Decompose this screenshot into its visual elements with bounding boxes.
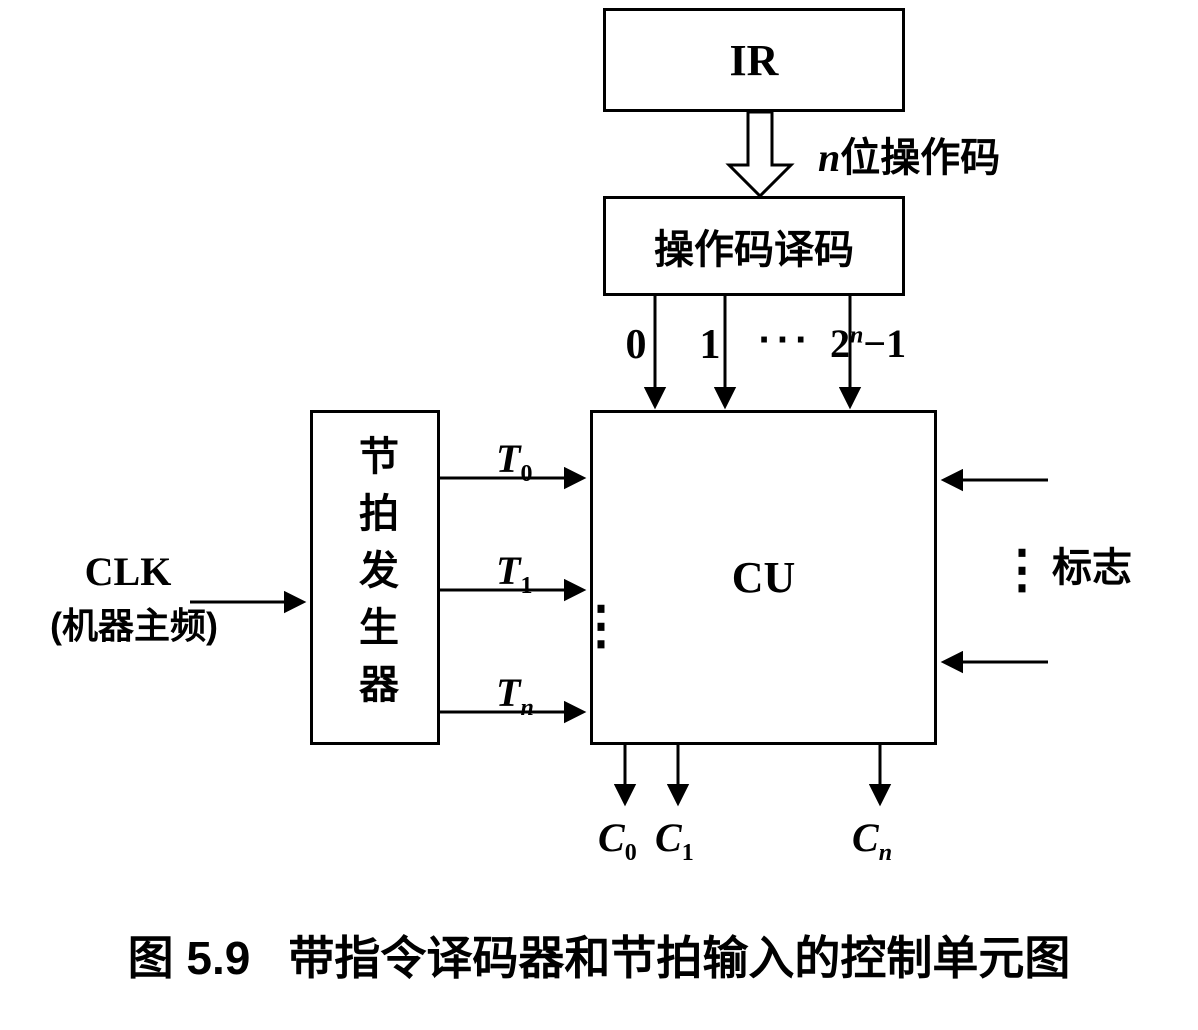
clk-sublabel: (机器主频): [50, 605, 218, 646]
t0-label: T0: [496, 436, 533, 488]
flag-label: 标志: [1052, 546, 1132, 590]
decoder-output-label-0: 0: [625, 322, 647, 368]
opcode-text: 位操作码: [840, 136, 1001, 180]
tn-base: T: [496, 670, 521, 715]
c0-sub: 0: [624, 840, 637, 866]
cu-box: CU: [590, 410, 937, 745]
outlast-rest: −1: [863, 321, 907, 366]
decoder-output-label-1: 1: [699, 322, 721, 368]
tn-sub: n: [520, 695, 534, 721]
t1-label: T1: [496, 548, 533, 600]
timing-generator-label: 节拍发生器: [353, 435, 397, 720]
decoder-box: 操作码译码: [603, 196, 905, 296]
timing-generator-box: 节拍发生器: [310, 410, 440, 745]
cu-label: CU: [731, 553, 796, 602]
c0-label: C0: [598, 815, 637, 867]
t0-sub: 0: [520, 461, 533, 487]
cn-label: Cn: [852, 815, 893, 867]
t0-base: T: [496, 436, 521, 481]
c1-base: C: [655, 815, 682, 860]
tn-label: Tn: [496, 670, 534, 722]
decoder-output-label-last: 2n−1: [830, 322, 906, 366]
outlast-base: 2: [830, 321, 850, 366]
flag-dots: ⋮: [996, 541, 1048, 599]
cn-sub: n: [878, 840, 893, 866]
cn-base: C: [852, 815, 879, 860]
timing-dots: ⋮: [575, 597, 627, 655]
figure-number: 图 5.9: [127, 932, 251, 984]
c1-sub: 1: [681, 840, 694, 866]
opcode-block-arrow: [725, 110, 795, 199]
figure-caption: 图 5.9 带指令译码器和节拍输入的控制单元图: [0, 922, 1198, 988]
outlast-sup: n: [850, 322, 864, 349]
decoder-output-dots: ···: [758, 318, 814, 362]
ir-box: IR: [603, 8, 905, 112]
c0-base: C: [598, 815, 625, 860]
decoder-label: 操作码译码: [654, 228, 854, 272]
figure-title: 带指令译码器和节拍输入的控制单元图: [288, 932, 1071, 984]
clk-label: CLK: [84, 549, 172, 594]
t1-base: T: [496, 548, 521, 593]
opcode-width-label: n位操作码: [818, 135, 1001, 181]
c1-label: C1: [655, 815, 694, 867]
ir-label: IR: [729, 35, 779, 85]
opcode-n: n: [818, 135, 841, 180]
t1-sub: 1: [520, 573, 533, 599]
